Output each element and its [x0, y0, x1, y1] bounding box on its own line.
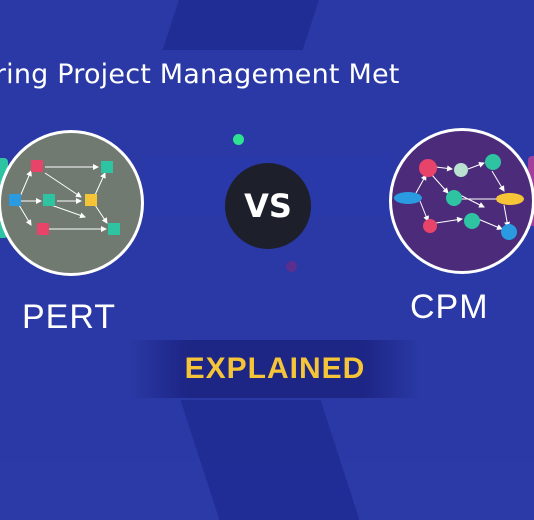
cpm-label: CPM: [410, 288, 489, 326]
decor-dot-purple: [286, 261, 297, 272]
cpm-network-diagram-icon: [389, 128, 534, 274]
pert-label: PERT: [22, 298, 117, 336]
vs-text: VS: [244, 187, 292, 225]
explained-text: EXPLAINED: [184, 352, 366, 385]
banner-title: ering Project Management Met: [0, 59, 400, 90]
pert-network-diagram-icon: [0, 130, 144, 276]
explained-banner: EXPLAINED: [130, 340, 420, 398]
decor-dot-green: [233, 134, 244, 145]
vs-badge: VS: [225, 163, 311, 249]
